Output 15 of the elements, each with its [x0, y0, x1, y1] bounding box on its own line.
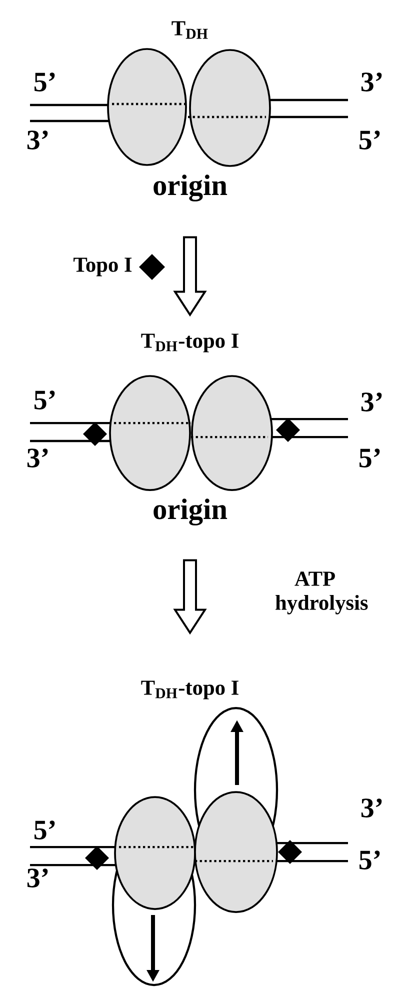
strand-end-label: 5’	[34, 72, 55, 92]
edge-label: Topo I	[74, 258, 132, 276]
edge-label: ATP hydrolysis	[276, 572, 368, 614]
strand-end-label: 3’	[27, 448, 48, 468]
hollow-arrow	[173, 559, 207, 635]
strand-end-label: 3’	[27, 868, 48, 888]
strand-end-label: 5’	[34, 390, 55, 410]
strand-end-label: 5’	[34, 820, 55, 840]
hollow-arrow	[173, 236, 207, 317]
origin-label: origin	[154, 498, 228, 526]
complex-label: T$_{DH}$-topo I	[141, 680, 238, 700]
complex-label: T$_{DH}$-topo I	[141, 334, 238, 352]
strand-end-label: 3’	[27, 130, 48, 150]
complex-label: T$_{DH}$	[172, 21, 208, 39]
origin-label: origin	[154, 174, 228, 202]
